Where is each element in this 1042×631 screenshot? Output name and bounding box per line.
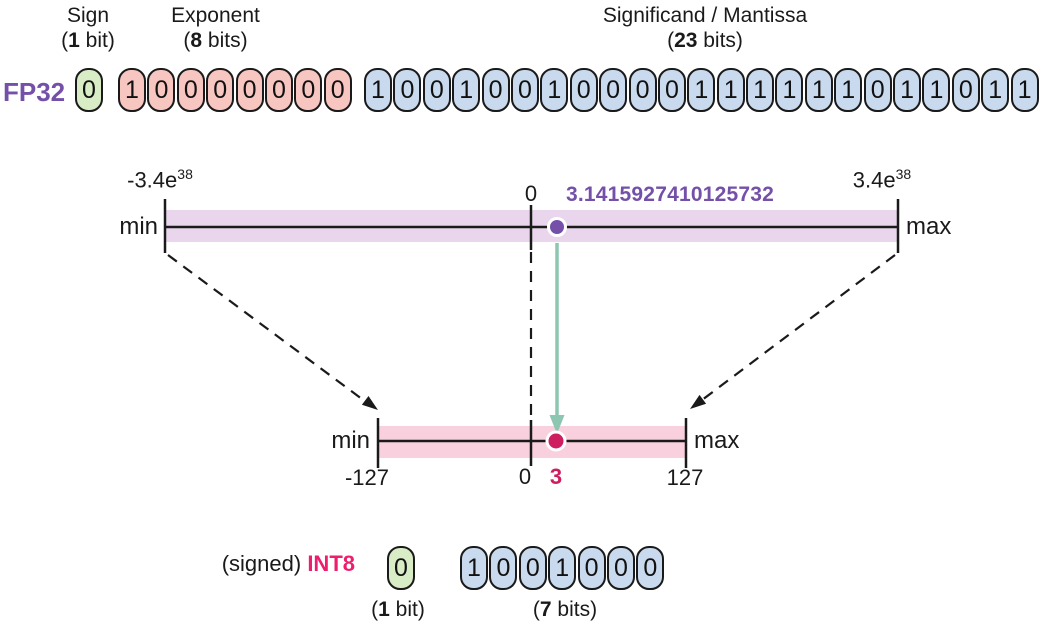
bit-cell: 1: [716, 68, 745, 112]
bit-cell: 0: [951, 68, 980, 112]
fp32-value-label: 3.1415927410125732: [566, 183, 774, 206]
bit-cell: 0: [628, 68, 657, 112]
bit-cell: 0: [569, 68, 598, 112]
bit-cell: 1: [922, 68, 951, 112]
bit-cell: 0: [657, 68, 686, 112]
int8-max-value: 127: [666, 465, 704, 490]
bit-cell: 0: [393, 68, 422, 112]
int8-zero-label: 0: [518, 464, 532, 489]
int8-min-value: -127: [344, 465, 390, 490]
paren: bits): [202, 29, 248, 52]
bit-cell: 1: [118, 68, 146, 112]
fp32-min-value: -3.4e38: [110, 162, 210, 192]
bit-cell: 1: [981, 68, 1010, 112]
bit-cell: 0: [422, 68, 451, 112]
bit-cell: 1: [804, 68, 833, 112]
sign-field-bitcount: (1 bit): [38, 29, 138, 53]
bit-cell: 0: [510, 68, 539, 112]
bit-cell: 0: [75, 68, 103, 112]
min-mapping-arrow-line: [167, 254, 367, 403]
bit-cell: 0: [264, 68, 293, 112]
max-mantissa: 3.4e: [852, 167, 896, 193]
min-mantissa: -3.4e: [127, 167, 178, 193]
int8-max-label: max: [694, 427, 740, 454]
bit-count: 23: [674, 29, 698, 52]
sign-field-title: Sign: [66, 4, 110, 27]
int8-sign-bitcount: (1 bit): [348, 598, 448, 622]
bit-cell: 0: [206, 68, 235, 112]
bit-cell: 0: [235, 68, 264, 112]
mantissa-field-bitcount: (23 bits): [505, 29, 905, 53]
int8-value-label: 3: [549, 464, 563, 489]
bit-cell: 0: [481, 68, 510, 112]
int8-value-bitcount: (7 bits): [505, 598, 625, 622]
bit-count: 8: [190, 29, 203, 52]
bit-cell: 1: [775, 68, 804, 112]
bit-cell: 0: [489, 546, 518, 590]
fp32-max-value: 3.4e38: [832, 162, 932, 192]
int8-min-label: min: [331, 427, 370, 454]
max-exponent: 38: [895, 166, 912, 182]
bit-cell: 1: [540, 68, 569, 112]
min-exponent: 38: [177, 166, 193, 182]
bit-cell: 1: [893, 68, 922, 112]
mantissa-field-title: Significand / Mantissa: [602, 4, 808, 27]
bit-cell: 1: [1010, 68, 1039, 112]
bit-cell: 0: [294, 68, 323, 112]
fp32-label: FP32: [3, 77, 66, 107]
paren: (: [61, 29, 69, 52]
bit-cell: 1: [460, 546, 488, 590]
fp32-range-band: [165, 210, 898, 242]
bit-count: 1: [378, 598, 390, 621]
bit-cell: 0: [387, 546, 415, 590]
exponent-field-bitcount: (8 bits): [133, 29, 298, 53]
bit-cell: 0: [518, 546, 547, 590]
bit-cell: 1: [746, 68, 775, 112]
bit-cell: 1: [834, 68, 863, 112]
bit-cell: 0: [577, 546, 606, 590]
bit-count: 7: [539, 598, 552, 621]
bit-cell: 0: [636, 546, 665, 590]
bit-count: 1: [68, 29, 80, 52]
bit-cell: 1: [364, 68, 392, 112]
int8-label: INT8: [307, 551, 355, 576]
max-mapping-arrowhead-icon: [690, 394, 707, 409]
min-mapping-arrowhead-icon: [361, 396, 378, 410]
fp32-sign-bits: 0: [75, 68, 103, 112]
paren: bits): [551, 598, 598, 621]
paren: bits): [697, 29, 743, 52]
bit-cell: 0: [323, 68, 352, 112]
bit-cell: 0: [599, 68, 628, 112]
fp32-max-label: max: [906, 213, 952, 240]
paren: bit): [79, 29, 115, 52]
paren: (: [532, 598, 540, 621]
bit-cell: 1: [452, 68, 481, 112]
int8-sign-bits: 0: [387, 546, 415, 590]
max-mapping-arrow-line: [701, 254, 896, 401]
fp32-zero-label: 0: [524, 181, 538, 206]
paren: (: [371, 598, 379, 621]
bit-cell: 1: [548, 546, 577, 590]
bit-cell: 0: [606, 546, 635, 590]
int8-signed-label: (signed): [221, 551, 302, 576]
exponent-field-title: Exponent: [171, 4, 260, 27]
bit-cell: 0: [147, 68, 176, 112]
bit-cell: 0: [863, 68, 892, 112]
paren: (: [667, 29, 675, 52]
int8-label-group: (signed) INT8: [155, 551, 355, 577]
int8-range-band: [378, 426, 686, 458]
paren: (: [183, 29, 191, 52]
bit-cell: 0: [176, 68, 205, 112]
bit-cell: 1: [687, 68, 716, 112]
fp32-min-label: min: [119, 213, 158, 240]
paren: bit): [389, 598, 425, 621]
